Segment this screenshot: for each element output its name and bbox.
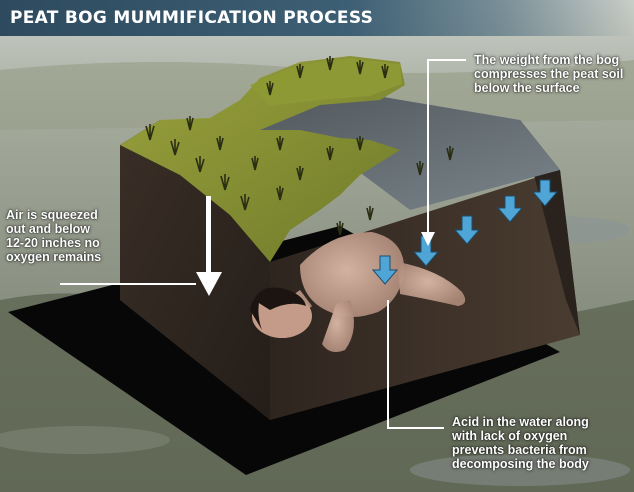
weight-callout-line-2: compresses the peat soil (474, 67, 624, 81)
bog-grass-surface (120, 56, 405, 262)
air-callout: Air is squeezed out and below 12-20 inch… (6, 208, 101, 264)
air-callout-line-1: Air is squeezed (6, 208, 98, 222)
down-arrow-icon (496, 195, 524, 223)
acid-callout-line (387, 300, 444, 429)
down-arrow-icon (531, 179, 559, 207)
weight-callout-line-1: The weight from the bog (474, 53, 620, 67)
weight-callout-line-3: below the surface (474, 81, 580, 95)
air-down-arrow-icon (196, 196, 222, 296)
bog-body (250, 232, 466, 352)
acid-callout-line-3: prevents bacteria from (452, 443, 587, 457)
acid-callout-line-4: decomposing the body (452, 457, 589, 471)
title-bar: PEAT BOG MUMMIFICATION PROCESS (0, 0, 634, 36)
callout-lines (60, 59, 466, 429)
pressure-arrows (371, 179, 559, 285)
air-callout-line-2: out and below (6, 222, 91, 236)
weight-leader-arrowhead (421, 232, 435, 246)
bog-grass-far (250, 58, 402, 106)
weight-callout-line (427, 59, 466, 232)
air-callout-line-4: oxygen remains (6, 250, 102, 264)
grass-tufts (145, 56, 454, 236)
weight-callout: The weight from the bog compresses the p… (474, 53, 623, 95)
background-pool (410, 454, 630, 486)
down-arrow-icon (371, 255, 399, 285)
peat-block-side (120, 120, 270, 420)
acid-callout: Acid in the water along with lack of oxy… (452, 415, 589, 471)
down-arrow-icon (453, 215, 481, 245)
air-callout-line-3: 12-20 inches no (6, 236, 100, 250)
background-puddle (0, 426, 170, 454)
acid-callout-line-2: with lack of oxygen (452, 429, 568, 443)
acid-callout-line-1: Acid in the water along (452, 415, 589, 429)
page-title: PEAT BOG MUMMIFICATION PROCESS (10, 8, 374, 28)
bog-body-hair (254, 287, 306, 310)
